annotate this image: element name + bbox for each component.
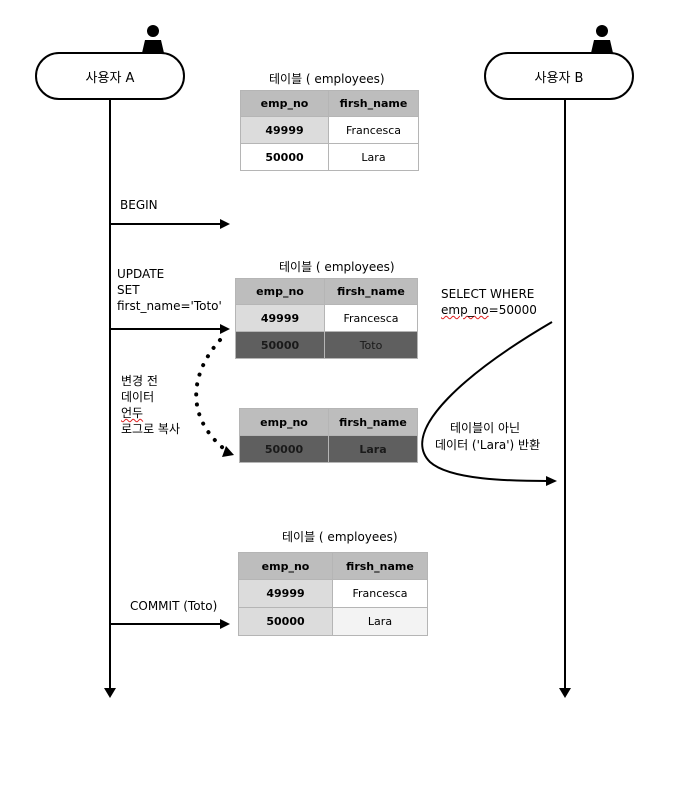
select-label-2: emp_no=50000 (441, 302, 537, 318)
select-return-arrow (421, 321, 553, 482)
user-a-box: 사용자 A (35, 52, 185, 100)
table-cell: 49999 (239, 580, 332, 607)
table-cell: Lara (329, 144, 418, 170)
table-cell-undo: Lara (329, 436, 417, 462)
column-header: emp_no (239, 553, 332, 579)
table-updated-title: 테이블 ( employees) (279, 260, 395, 274)
undo-note-2: 데이터 (121, 390, 155, 404)
column-header: firsh_name (333, 553, 427, 579)
select-label-2-prefix: emp_no (441, 303, 489, 317)
user-b-label: 사용자 B (534, 70, 584, 86)
table-cell: Francesca (325, 305, 417, 331)
table-cell-changed: Toto (325, 332, 417, 358)
undo-copy-arrow (194, 338, 230, 454)
column-header: firsh_name (329, 91, 418, 116)
update-label-3: first_name='Toto' (117, 299, 222, 313)
table-updated: emp_no firsh_name 49999 Francesca 50000 … (235, 278, 418, 359)
column-header: emp_no (236, 279, 324, 304)
table-cell: 49999 (236, 305, 324, 331)
table-final: emp_no firsh_name 49999 Francesca 50000 … (238, 552, 428, 636)
begin-label: BEGIN (120, 198, 158, 212)
return-label-2: 데이터 ('Lara') 반환 (435, 438, 541, 452)
undo-note-4: 로그로 복사 (121, 422, 181, 436)
table-cell: 49999 (241, 117, 328, 143)
table-final-title: 테이블 ( employees) (282, 530, 398, 544)
commit-label: COMMIT (Toto) (130, 599, 218, 613)
select-return-arrowhead (546, 476, 557, 486)
table-cell: Francesca (329, 117, 418, 143)
column-header: firsh_name (325, 279, 417, 304)
undo-copy-arrowhead (222, 446, 234, 457)
undo-note-1: 변경 전 (121, 374, 158, 388)
select-label-1: SELECT WHERE (441, 287, 535, 301)
lifeline-a-arrowhead (104, 688, 116, 698)
user-a-label: 사용자 A (85, 70, 135, 86)
table-cell: Francesca (333, 580, 427, 607)
table-undo-log: emp_no firsh_name 50000 Lara (239, 408, 418, 463)
lifeline-b-arrowhead (559, 688, 571, 698)
column-header: emp_no (241, 91, 328, 116)
table-initial: emp_no firsh_name 49999 Francesca 50000 … (240, 90, 419, 171)
table-cell: 50000 (241, 144, 328, 170)
table-cell-undo: 50000 (240, 436, 328, 462)
table-initial-title: 테이블 ( employees) (269, 72, 385, 86)
column-header: emp_no (240, 409, 328, 435)
table-cell: Lara (333, 608, 427, 635)
return-label-1: 테이블이 아닌 (450, 421, 521, 435)
undo-note-3: 언두 (121, 406, 144, 420)
update-label-2: SET (117, 283, 140, 297)
select-label-2-suffix: =50000 (488, 303, 537, 317)
update-label-1: UPDATE (117, 267, 165, 281)
table-cell-changed: 50000 (236, 332, 324, 358)
column-header: firsh_name (329, 409, 417, 435)
user-b-box: 사용자 B (484, 52, 634, 100)
table-cell: 50000 (239, 608, 332, 635)
